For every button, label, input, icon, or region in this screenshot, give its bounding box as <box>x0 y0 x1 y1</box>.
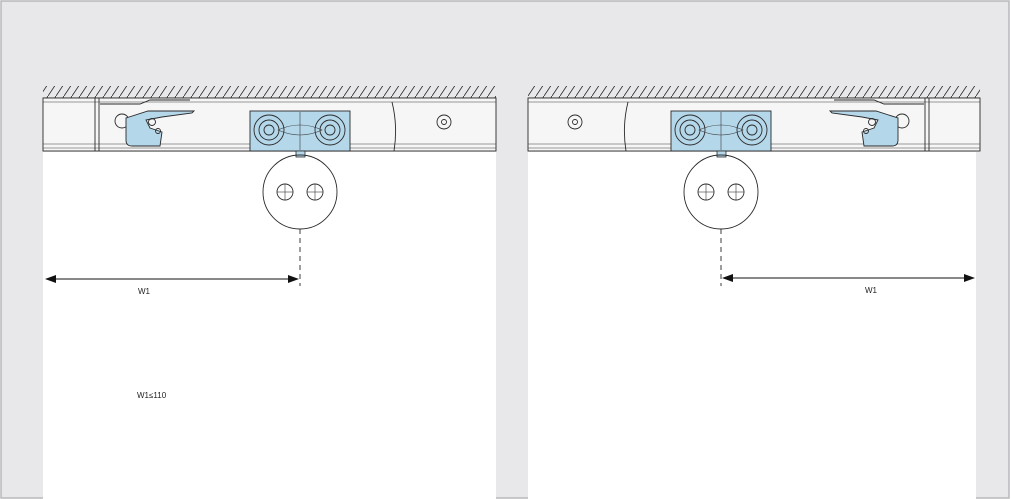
right-door-panel <box>528 152 976 499</box>
left-dimension-label: W1 <box>138 287 151 296</box>
right-track-bolt <box>567 114 583 130</box>
left-dimension-arrow <box>45 275 299 283</box>
left-roller-carriage <box>249 110 351 158</box>
right-dimension-arrow <box>722 274 975 282</box>
left-ceiling-hatch <box>43 86 496 99</box>
right-end-stop <box>828 110 910 147</box>
right-ceiling-hatch <box>528 86 980 99</box>
left-end-stop <box>114 110 196 147</box>
right-roller-carriage <box>670 110 772 158</box>
left-track-bolt <box>436 114 452 130</box>
width-constraint-note: W1≤110 <box>137 391 167 400</box>
right-dimension-label: W1 <box>865 286 878 295</box>
left-door-panel <box>43 152 496 499</box>
